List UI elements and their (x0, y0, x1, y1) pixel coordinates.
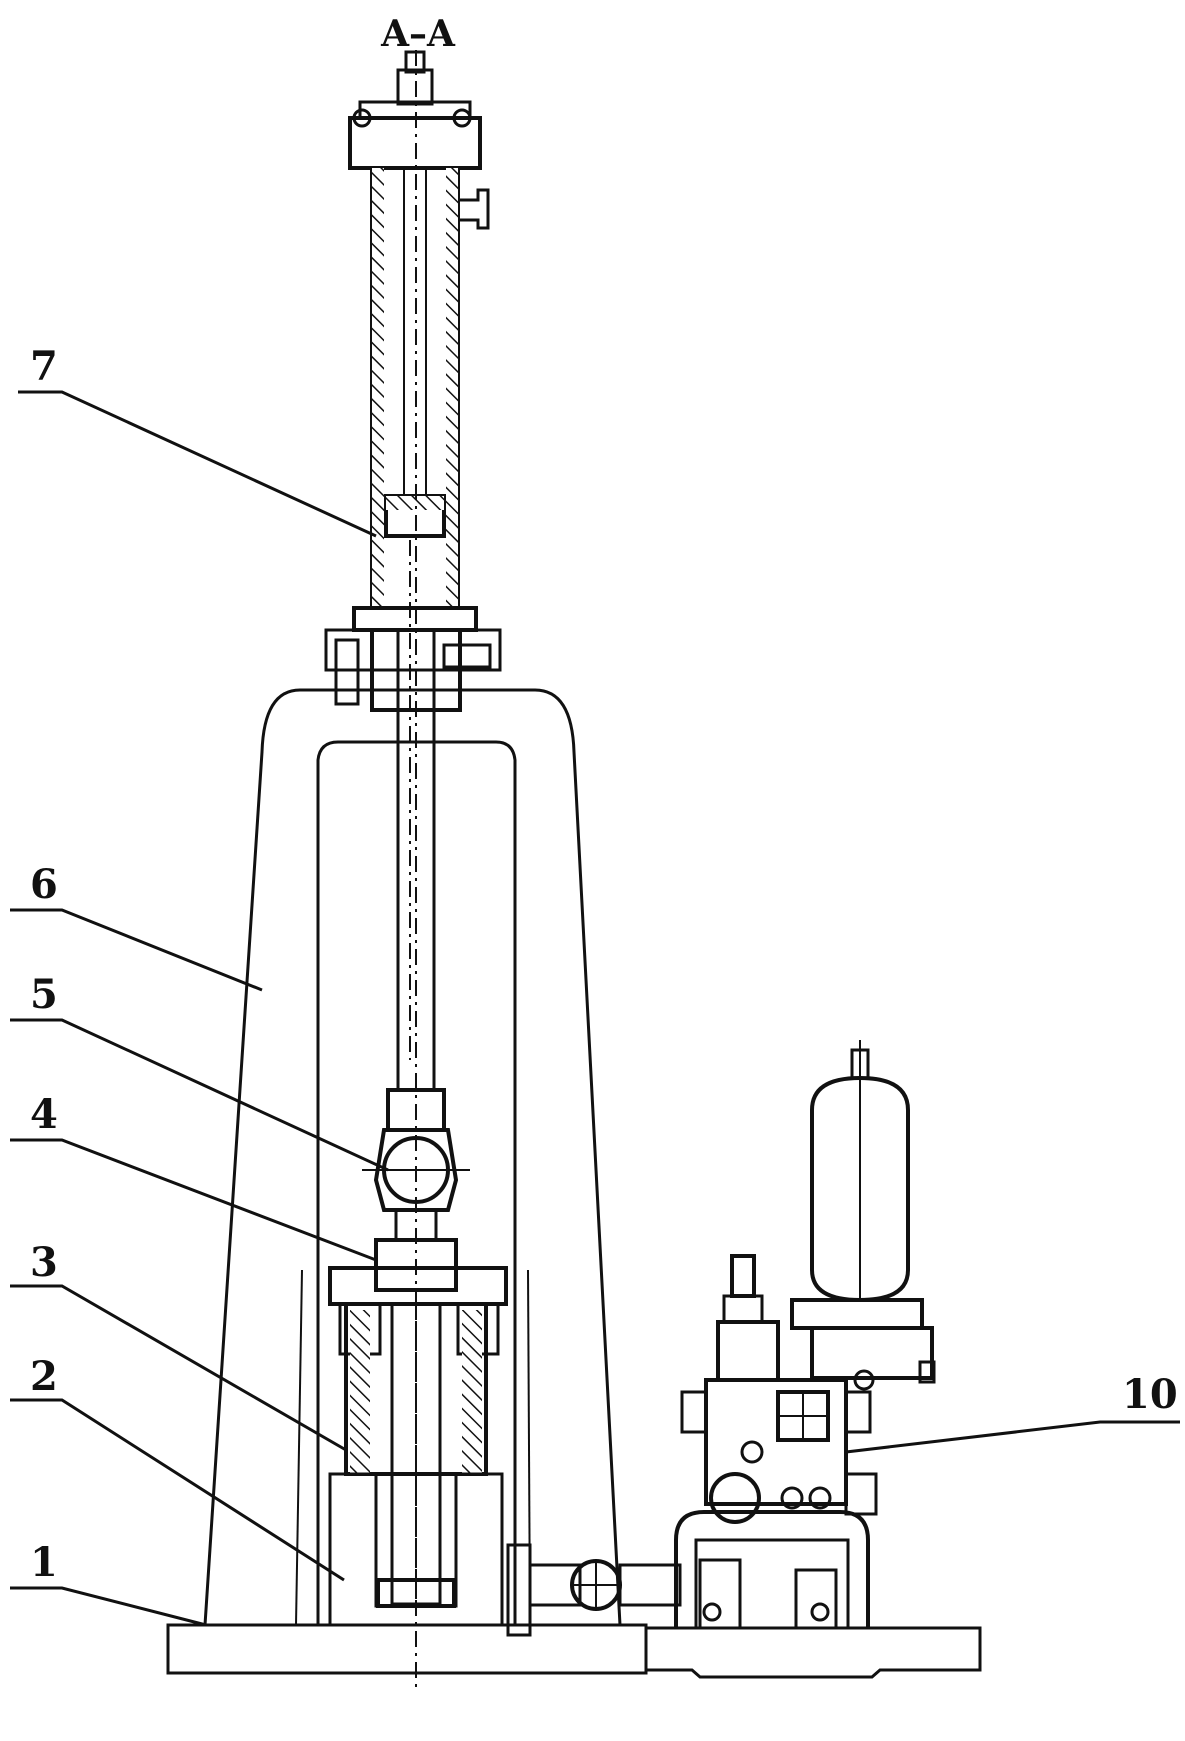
leader-lines (10, 390, 1180, 1627)
ball-joint (362, 1088, 470, 1242)
upper-hydraulic-cylinder (324, 50, 502, 712)
leader-line-1 (10, 1586, 207, 1627)
tapered-frame (203, 688, 622, 1627)
part-label-3: 3 (30, 1239, 58, 1286)
leader-line-10 (845, 1420, 1180, 1454)
leader-line-7 (18, 390, 377, 538)
part-label-4: 4 (30, 1091, 58, 1138)
leader-line-6 (10, 908, 263, 992)
leader-line-4 (10, 1138, 377, 1262)
base-plate (166, 1623, 982, 1679)
part-label-5: 5 (30, 971, 58, 1018)
leader-line-2 (10, 1398, 345, 1582)
pipe-coupling (506, 1543, 682, 1637)
leader-line-5 (10, 1018, 389, 1172)
lower-housing (328, 1472, 504, 1627)
hydraulic-power-unit (674, 1040, 936, 1630)
part-label-7: 7 (30, 343, 58, 390)
section-view-title: A–A (380, 13, 456, 55)
part-label-6: 6 (30, 861, 58, 908)
part-label-2: 2 (30, 1353, 58, 1400)
part-label-1: 1 (30, 1539, 58, 1586)
leader-line-3 (10, 1284, 347, 1452)
part-label-10: 10 (1122, 1371, 1178, 1418)
